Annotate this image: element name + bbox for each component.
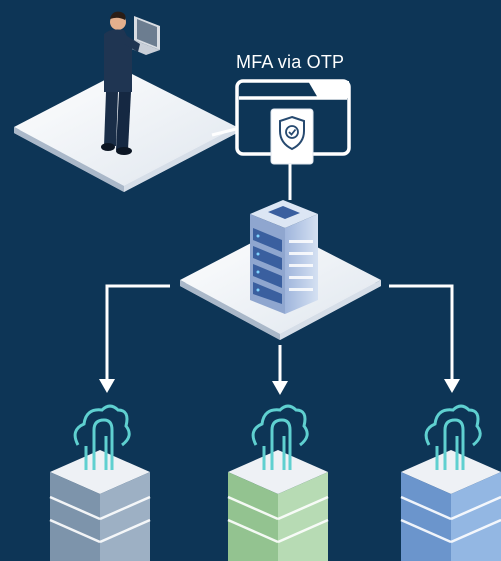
arrowheads (99, 379, 460, 395)
cloud-app-icon (424, 404, 482, 470)
endpoint-middle (227, 404, 329, 561)
endpoint-right (400, 404, 501, 561)
server-rack-icon (250, 200, 318, 314)
shield-check-icon (279, 115, 305, 151)
arrow-middle (272, 381, 288, 395)
cloud-app-icon (251, 404, 309, 470)
otp-device (270, 108, 314, 165)
endpoint-left (49, 404, 151, 561)
connectors-to-endpoints (105, 284, 454, 382)
user-laptop-icon (101, 11, 160, 155)
arrow-right (444, 379, 460, 393)
mfa-via-otp-label: MFA via OTP (236, 52, 345, 72)
arrow-left (99, 379, 115, 393)
cloud-app-icon (73, 404, 131, 470)
connector-to-left (105, 284, 170, 380)
connector-to-right (389, 284, 454, 380)
